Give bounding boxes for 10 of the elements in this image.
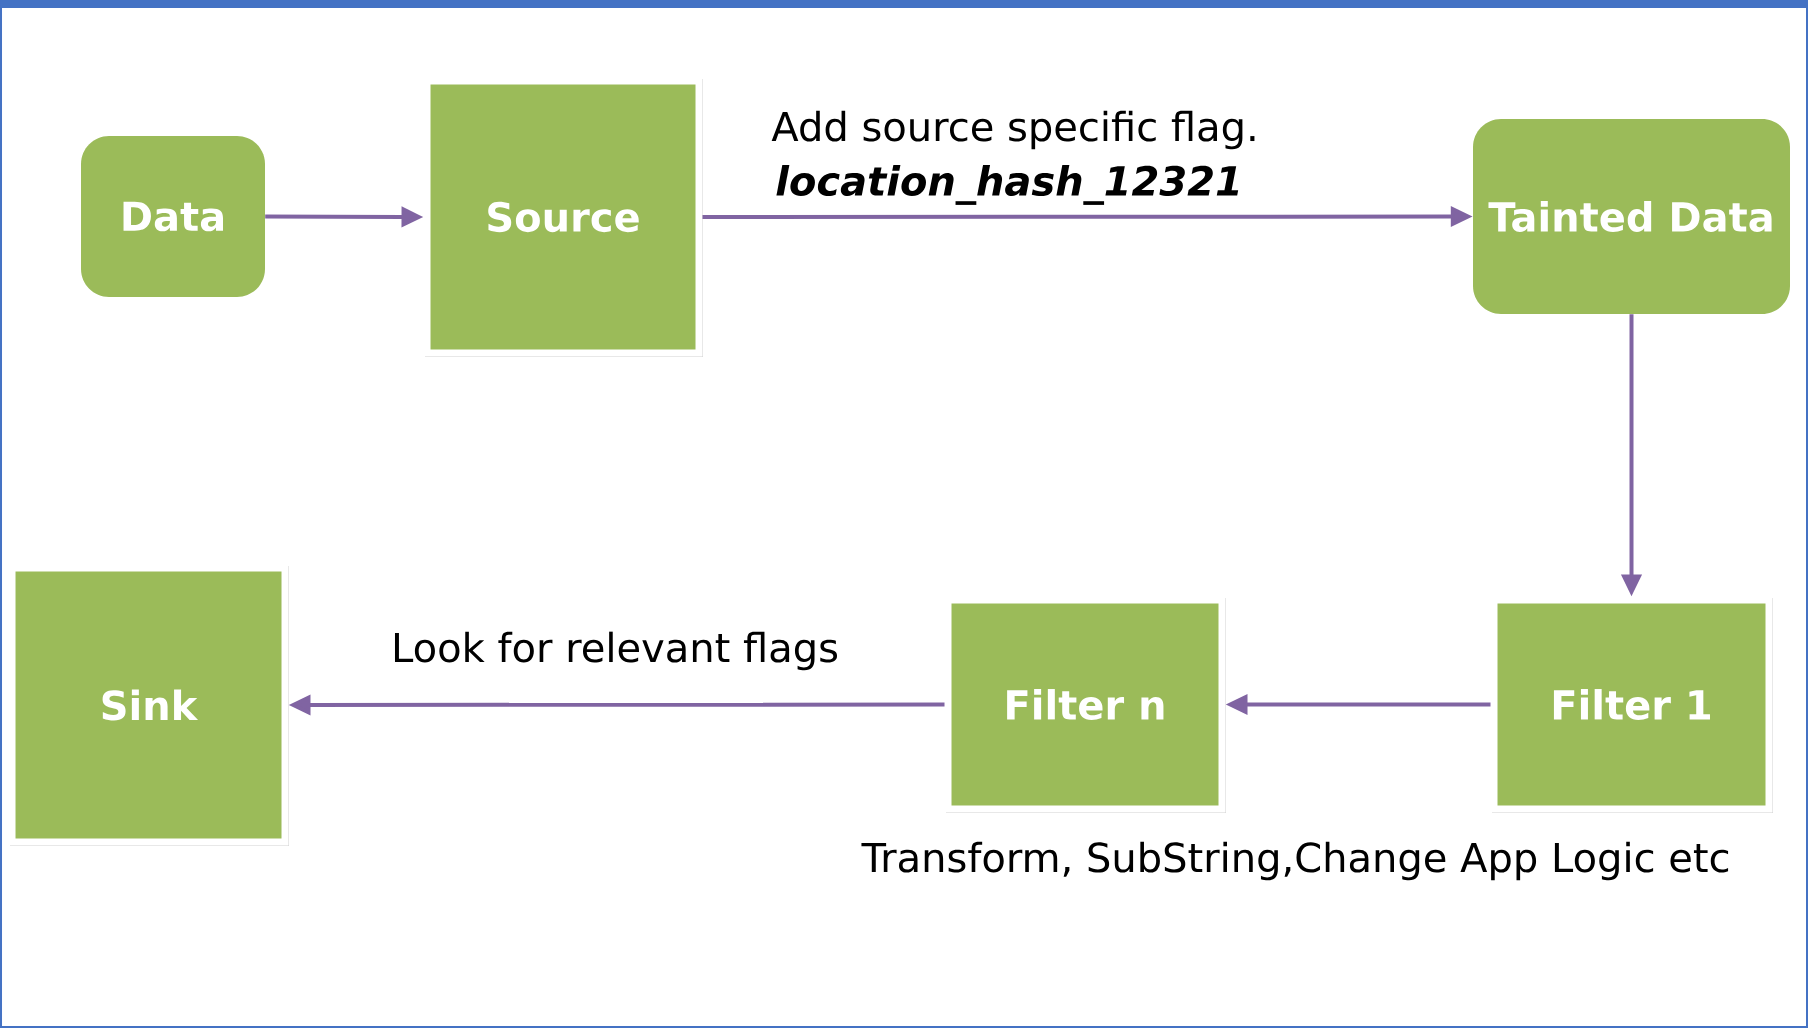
note-text: Transform, SubString,Change App Logic etc — [861, 841, 1729, 881]
process-box: Filter n — [944, 596, 1226, 813]
process-box: Filter 1 — [1490, 596, 1773, 813]
process-box: Source — [423, 77, 703, 357]
edge-label: Look for relevant flags — [389, 629, 841, 673]
rounded-box: Tainted Data — [1473, 119, 1790, 314]
rounded-box: Data — [81, 136, 265, 297]
edge-label: Add source specific flag. — [769, 108, 1261, 152]
note-text: location_hash_12321 — [776, 165, 1239, 205]
process-box: Sink — [8, 564, 289, 846]
